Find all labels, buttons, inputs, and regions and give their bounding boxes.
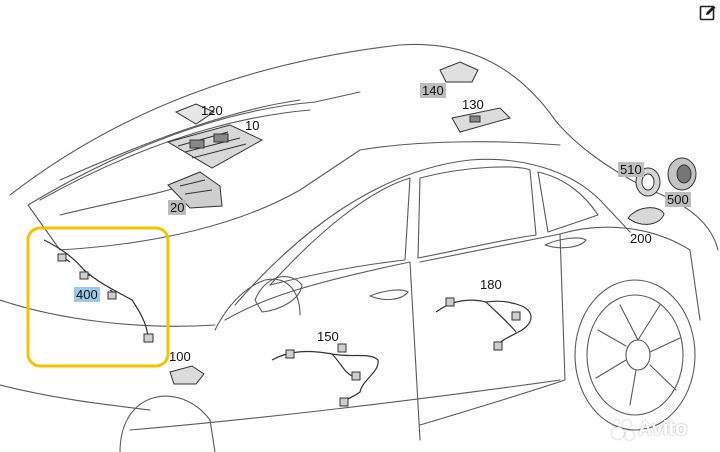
a-pillar [27, 141, 561, 251]
footwell-light-part [169, 365, 205, 385]
avito-logo-icon [611, 419, 635, 441]
dome-light-part [439, 61, 479, 83]
front-door-window [269, 177, 411, 286]
roof-line [9, 43, 719, 251]
speaker-part [667, 157, 697, 191]
windshield-inner [39, 109, 311, 201]
avito-watermark: Avito [611, 418, 687, 441]
windshield-frame [27, 91, 361, 206]
harness-400-connectors [57, 253, 154, 343]
harness-180 [435, 299, 532, 347]
lamp-housing-part [627, 207, 665, 225]
control-unit-part [451, 107, 511, 133]
hood-line [0, 299, 216, 327]
callout-200: 200 [630, 231, 652, 246]
callout-150: 150 [317, 329, 339, 344]
bumper [0, 384, 151, 411]
rear-door [419, 233, 566, 426]
rear-quarter [559, 226, 701, 321]
front-door [224, 261, 421, 441]
callout-400: 400 [74, 287, 100, 302]
front-door-handle [369, 289, 409, 301]
front-wheel-arch [119, 395, 216, 452]
callout-130: 130 [462, 97, 484, 112]
highlight-box [26, 226, 170, 368]
rear-door-handle [544, 237, 587, 249]
roof-control-panel-part [166, 124, 264, 169]
edit-pencil-icon[interactable] [699, 4, 717, 22]
roof-bracket-part [167, 171, 223, 209]
callout-510: 510 [618, 162, 644, 177]
callout-20: 20 [168, 200, 187, 215]
side-mirror [254, 276, 303, 313]
callout-10: 10 [245, 118, 260, 133]
rear-quarter-window [537, 171, 599, 233]
harness-150 [271, 350, 379, 405]
harness-180-connectors [445, 297, 521, 351]
callout-500: 500 [665, 192, 691, 207]
callout-140: 140 [420, 83, 446, 98]
rear-door-window [417, 166, 537, 259]
avito-watermark-text: Avito [638, 418, 688, 440]
rear-wheel-rim [586, 294, 684, 416]
beltline [234, 158, 631, 306]
rear-wheel-tyre [574, 279, 696, 431]
front-fender [214, 278, 301, 331]
rear-wheel-hub [625, 339, 651, 371]
harness-150-connectors [285, 343, 361, 407]
callout-180: 180 [480, 277, 502, 292]
callout-120: 120 [201, 103, 223, 118]
callout-100: 100 [169, 349, 191, 364]
rocker-panel [129, 379, 561, 431]
interior-light-part [174, 103, 216, 125]
